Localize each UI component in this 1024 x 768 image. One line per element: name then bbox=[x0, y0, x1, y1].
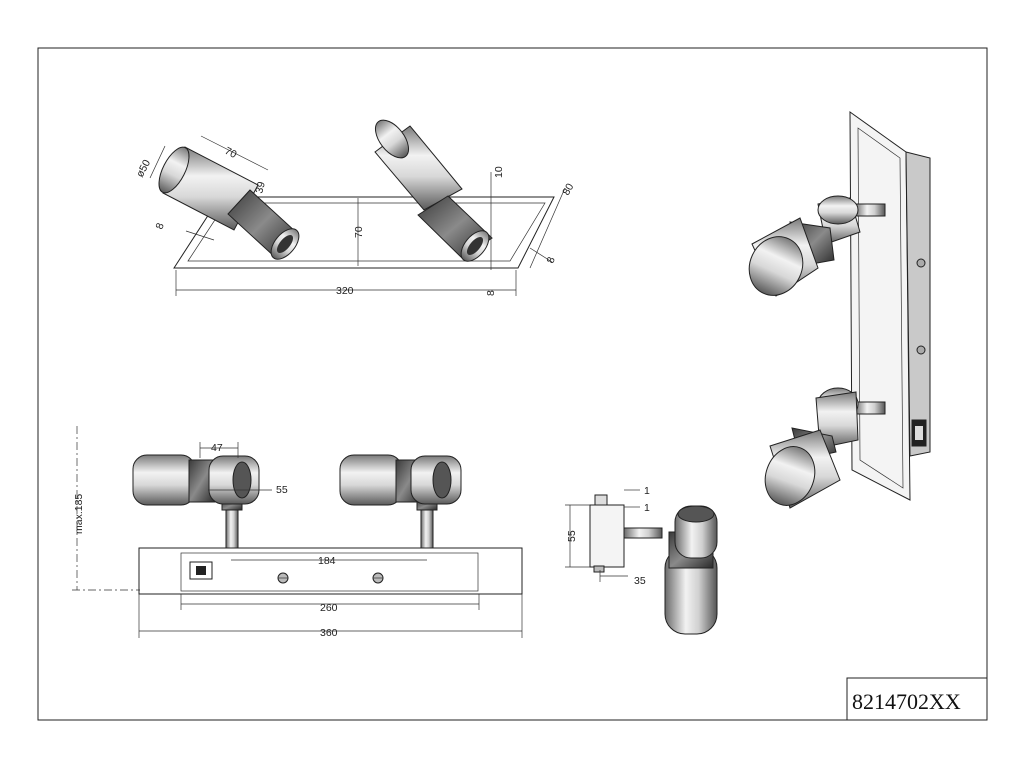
dim-diameter-50: ø50 bbox=[134, 158, 153, 180]
perspective-screw-top bbox=[916, 258, 926, 268]
dim-1-top: 1 bbox=[644, 485, 650, 497]
product-code-box bbox=[846, 677, 988, 721]
dim-260: 260 bbox=[320, 602, 338, 614]
dim-55-front: 55 bbox=[276, 484, 288, 496]
top-view-spot-right bbox=[374, 119, 493, 262]
dim-47: 47 bbox=[211, 442, 223, 454]
perspective-spot-upper bbox=[748, 195, 861, 297]
dim-8-bottom: 8 bbox=[485, 290, 497, 296]
front-view-screw-right bbox=[372, 572, 384, 584]
perspective-spot-lower bbox=[764, 387, 859, 509]
dim-184: 184 bbox=[318, 555, 336, 567]
dim-70-center: 70 bbox=[353, 226, 365, 238]
dim-70-left: 70 bbox=[223, 145, 239, 161]
sheet-border bbox=[37, 47, 988, 721]
top-view-base-inner bbox=[187, 202, 546, 262]
product-code: 8214702XX bbox=[852, 689, 961, 714]
dim-1-bottom: 1 bbox=[644, 502, 650, 514]
front-view-spot-left bbox=[132, 454, 260, 506]
side-view: 1 1 55 35 bbox=[565, 485, 718, 635]
top-view-spot-left bbox=[158, 146, 300, 260]
dim-360: 360 bbox=[320, 627, 338, 639]
dim-10: 10 bbox=[493, 166, 505, 178]
dim-8-right: 8 bbox=[545, 255, 558, 265]
perspective-view bbox=[748, 111, 931, 509]
top-view: ø50 70 39 8 70 10 80 8 320 8 bbox=[134, 119, 577, 297]
front-view-base-plate bbox=[138, 547, 523, 595]
dim-55-side: 55 bbox=[566, 530, 578, 542]
dim-320: 320 bbox=[336, 285, 354, 297]
dim-39: 39 bbox=[253, 180, 268, 195]
front-view: 47 55 max.185 184 260 360 bbox=[72, 426, 523, 639]
dim-8-left: 8 bbox=[154, 221, 167, 231]
side-view-spot bbox=[664, 505, 718, 635]
side-view-base bbox=[589, 504, 625, 568]
dim-35: 35 bbox=[634, 575, 646, 587]
front-view-spot-right bbox=[339, 454, 462, 506]
dim-80: 80 bbox=[560, 181, 576, 197]
perspective-screw-bottom bbox=[916, 345, 926, 355]
front-view-screw-left bbox=[277, 572, 289, 584]
top-view-base-plate bbox=[173, 196, 555, 269]
dim-max-185: max.185 bbox=[73, 494, 85, 534]
